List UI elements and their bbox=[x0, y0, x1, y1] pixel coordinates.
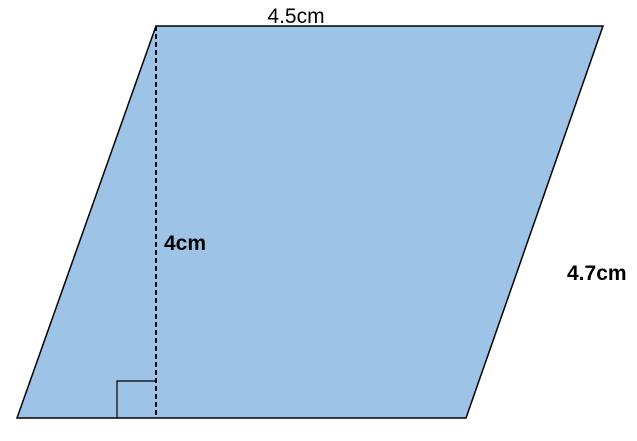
slant-side-label: 4.7cm bbox=[567, 262, 627, 285]
height-label: 4cm bbox=[164, 232, 206, 255]
right-angle-marker bbox=[116, 380, 156, 418]
parallelogram-shape bbox=[15, 25, 605, 419]
top-side-label: 4.5cm bbox=[267, 5, 324, 28]
